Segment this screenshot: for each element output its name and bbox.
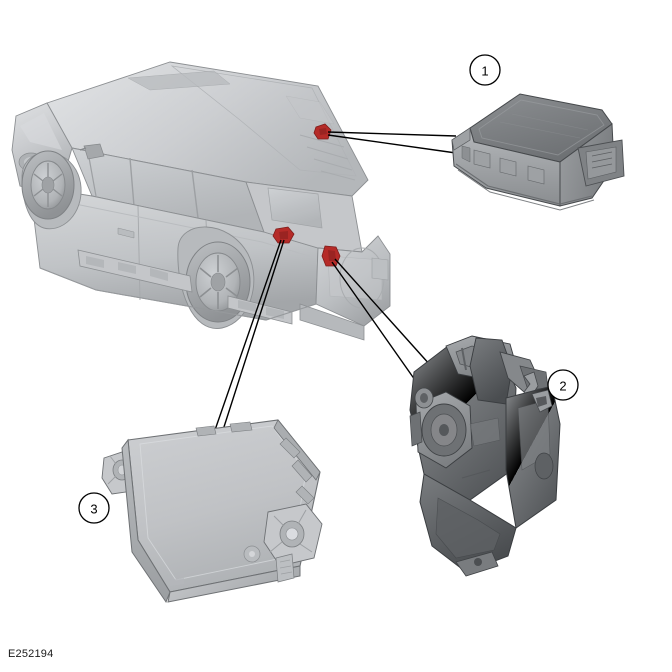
location-marker-2 — [321, 245, 341, 267]
vehicle-front-wheel — [21, 150, 82, 230]
callout-3-circle — [78, 492, 110, 524]
leader-lines — [214, 131, 457, 431]
location-marker-1 — [313, 123, 332, 140]
location-marker-3 — [272, 226, 295, 244]
bcm-bracket-right — [263, 503, 323, 583]
callout-1-circle — [469, 54, 501, 86]
leader-line-2b — [331, 261, 416, 381]
part-body-control-module — [101, 419, 323, 604]
vehicle-illustration — [11, 61, 391, 341]
callout-1-label: 1 — [481, 64, 488, 79]
figure-id-label: E252194 — [8, 648, 54, 660]
vehicle-roof — [46, 61, 369, 197]
callout-circles: 1 2 3 — [78, 54, 579, 524]
leader-line-3a — [222, 239, 285, 431]
part-door-latch-actuator — [409, 335, 561, 577]
leader-line-1b — [327, 134, 457, 154]
leader-line-1a — [327, 131, 457, 137]
leader-line-2a — [334, 258, 432, 367]
callout-3[interactable]: 3 — [78, 492, 110, 524]
callout-1[interactable]: 1 — [469, 54, 501, 86]
callout-3-label: 3 — [90, 502, 97, 517]
part-antenna-receiver-module — [451, 93, 625, 211]
callout-2-circle — [547, 369, 579, 401]
callout-2[interactable]: 2 — [547, 369, 579, 401]
leader-line-3b — [214, 239, 282, 431]
location-markers — [272, 123, 341, 267]
callout-2-label: 2 — [559, 379, 566, 394]
